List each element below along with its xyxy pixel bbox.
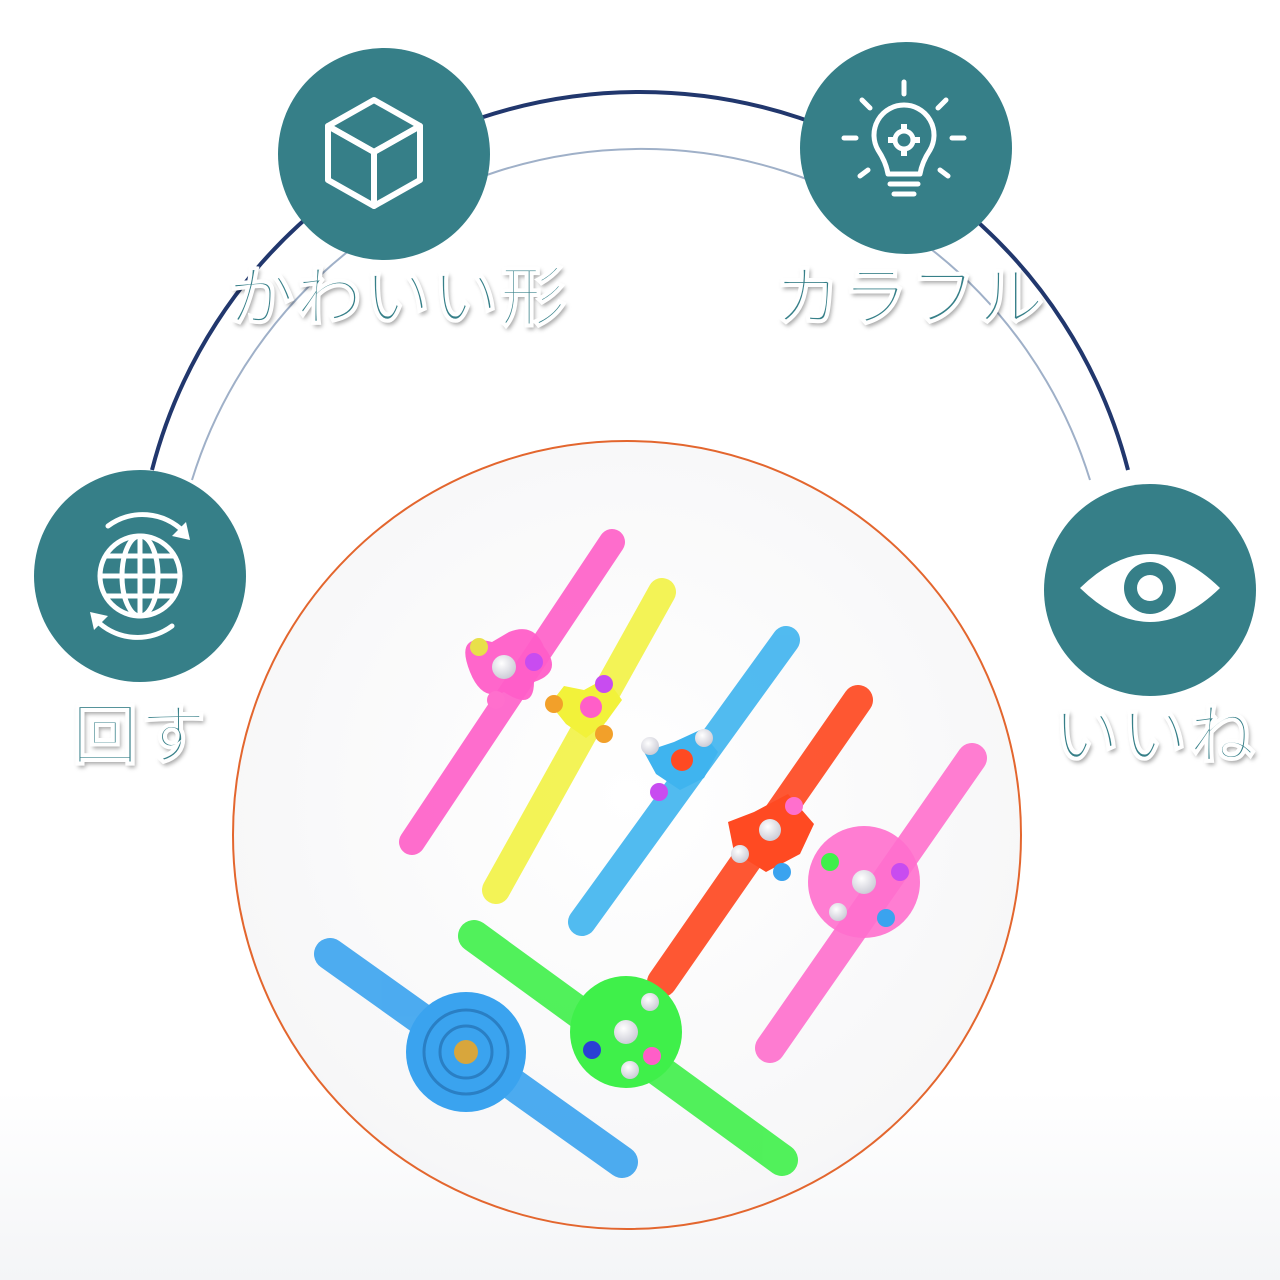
cube-icon [325, 97, 423, 209]
bracelet-blue [568, 626, 800, 936]
feature-circle-spin [34, 470, 246, 682]
bracelet-orange [647, 685, 873, 997]
feature-label-colorful: カラフル [773, 258, 1046, 337]
feature-circle-cute-shape [278, 48, 490, 260]
bracelet-green [458, 920, 798, 1176]
rotating-globe-icon [90, 512, 190, 640]
bracelet-blue-round [314, 938, 638, 1178]
eye-icon [1080, 554, 1220, 622]
feature-label-like: いいね [1052, 696, 1257, 775]
spinner-bracelets-illustration [314, 529, 987, 1178]
feature-label-spin: 回す [71, 696, 208, 775]
bracelet-yellow [482, 578, 676, 904]
feature-label-cute-shape: かわいい形 [227, 258, 568, 337]
lightbulb-gear-icon [841, 79, 967, 197]
feature-circle-like [1044, 484, 1256, 696]
product-photo [232, 440, 1022, 1230]
bracelet-pink [399, 529, 625, 855]
bracelet-pink-right [755, 743, 987, 1063]
feature-circle-colorful [800, 42, 1012, 254]
